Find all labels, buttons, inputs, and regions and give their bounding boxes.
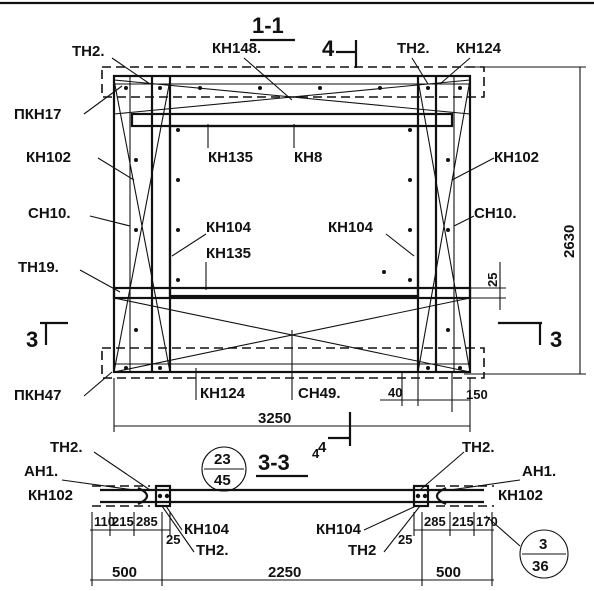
label-ch49: СН49. bbox=[298, 385, 341, 402]
brace-right-2 bbox=[417, 79, 471, 373]
detail-ref-right-bottom: 36 bbox=[532, 558, 549, 575]
detail-ref-left-bottom: 45 bbox=[214, 472, 231, 489]
leader-3-ah1-right bbox=[449, 479, 521, 491]
leader-3-ah1-left bbox=[61, 479, 135, 491]
plan-right-hook bbox=[435, 486, 447, 506]
label-kn8: КН8 bbox=[294, 149, 322, 166]
label-kn102-right: КН102 bbox=[494, 149, 539, 166]
leader-3-kn104-left bbox=[165, 505, 183, 531]
dim-left-285: 285 bbox=[136, 514, 158, 529]
leader-kn104-right bbox=[385, 233, 415, 257]
leader-kn102-left bbox=[97, 157, 135, 181]
detail-ref-right-top: 3 bbox=[539, 536, 547, 553]
detail-ref-right-circle bbox=[519, 529, 569, 579]
detail-ref-left-top: 23 bbox=[214, 451, 231, 468]
dim-left-215: 215 bbox=[112, 514, 134, 529]
section-3-cut-mark: 4 bbox=[312, 446, 320, 461]
bottom-cut-mark-label: 4 bbox=[318, 439, 327, 456]
leader-th2-left bbox=[111, 57, 151, 85]
plan-left-hook bbox=[137, 486, 149, 506]
dim-left-110: 110 bbox=[94, 514, 115, 529]
section-1-title: 1-1 bbox=[252, 13, 284, 38]
section-3-3: 3-3 4 23 45 3 36 ТН2. bbox=[24, 439, 569, 586]
dim-right-170: 170 bbox=[476, 514, 498, 529]
label-3-th2-left-bottom: ТН2. bbox=[196, 542, 229, 559]
leader-kn102-right bbox=[451, 157, 495, 181]
label-th2-right: ТН2. bbox=[397, 40, 430, 57]
label-kn148: КН148. bbox=[212, 40, 261, 57]
dim-left-25: 25 bbox=[166, 532, 180, 547]
dim-150-value: 150 bbox=[466, 387, 488, 402]
leader-3-kn104-right bbox=[363, 505, 417, 531]
section-3-title: 3-3 bbox=[258, 450, 290, 475]
label-3-kn102-right: КН102 bbox=[498, 487, 543, 504]
leader-3-th2-left-bottom bbox=[161, 505, 195, 553]
middle-beam bbox=[112, 286, 472, 300]
upper-beam bbox=[130, 112, 454, 128]
label-kn104-right: КН104 bbox=[328, 219, 374, 236]
dim-height-value: 2630 bbox=[561, 225, 578, 258]
leader-kn148 bbox=[243, 57, 293, 101]
dim-right-total: 500 bbox=[436, 564, 461, 581]
section-mark-right-label: 3 bbox=[550, 327, 562, 352]
label-3-th2-right-bottom: ТН2 bbox=[348, 542, 376, 559]
dim-right-285: 285 bbox=[424, 514, 446, 529]
brace-top-2 bbox=[113, 79, 471, 115]
dim-right-25: 25 bbox=[398, 532, 412, 547]
dim-middle: 2250 bbox=[268, 564, 301, 581]
label-th2-left: ТН2. bbox=[72, 43, 105, 60]
label-3-kn104-left: КН104 bbox=[184, 521, 230, 538]
label-3-kn104-right: КН104 bbox=[316, 521, 362, 538]
label-ch10-left: СН10. bbox=[28, 205, 71, 222]
section-1-1: 1-1 4 bbox=[14, 13, 586, 456]
leader-th19 bbox=[79, 269, 121, 293]
leader-th2-right bbox=[411, 57, 429, 85]
label-ch10-right: СН10. bbox=[474, 205, 517, 222]
leader-3-th2-left-top bbox=[93, 451, 151, 491]
label-kn124-top: КН124 bbox=[456, 40, 502, 57]
leader-pkn17 bbox=[83, 85, 123, 115]
leader-ch10-left bbox=[89, 215, 131, 227]
label-kn135-top: КН135 bbox=[208, 149, 253, 166]
bottom-rail bbox=[101, 347, 485, 379]
label-kn124-bottom: КН124 bbox=[200, 385, 246, 402]
leader-ch10-right bbox=[453, 215, 475, 227]
leader-kn124-top bbox=[439, 57, 471, 85]
label-3-th2-left-top: ТН2. bbox=[50, 439, 83, 456]
label-3-ah1-right: АН1. bbox=[522, 463, 556, 480]
plan-right-column bbox=[412, 484, 430, 508]
leader-3-th2-right-top bbox=[419, 451, 465, 491]
label-pkn47: ПКН47 bbox=[14, 387, 61, 404]
leader-pkn47 bbox=[83, 371, 113, 397]
label-3-kn102-left: КН102 bbox=[28, 487, 73, 504]
detail-ref-left: 23 45 bbox=[201, 446, 247, 492]
section-mark-left-label: 3 bbox=[26, 327, 38, 352]
dim-right-215: 215 bbox=[452, 514, 474, 529]
leader-kn104-left bbox=[171, 233, 207, 257]
label-kn104-left: КН104 bbox=[206, 219, 252, 236]
label-3-th2-right-top: ТН2. bbox=[462, 439, 495, 456]
dim-width-value: 3250 bbox=[258, 410, 291, 427]
top-cut-mark-label: 4 bbox=[322, 36, 335, 61]
label-pkn17: ПКН17 bbox=[14, 106, 61, 123]
label-3-ah1-left: АН1. bbox=[24, 463, 58, 480]
label-kn135-mid: КН135 bbox=[206, 245, 251, 262]
rebar-dots bbox=[124, 86, 462, 370]
dim-40-value: 40 bbox=[388, 385, 402, 400]
dim-left-total: 500 bbox=[112, 564, 137, 581]
brace-left-2 bbox=[113, 79, 171, 373]
dim-gap-value: 25 bbox=[485, 273, 500, 287]
frame-outline bbox=[112, 74, 472, 374]
label-kn102-left: КН102 bbox=[26, 149, 71, 166]
label-th19: ТН19. bbox=[18, 259, 59, 276]
detail-ref-right: 3 36 bbox=[485, 515, 569, 579]
plan-left-column bbox=[154, 484, 172, 508]
